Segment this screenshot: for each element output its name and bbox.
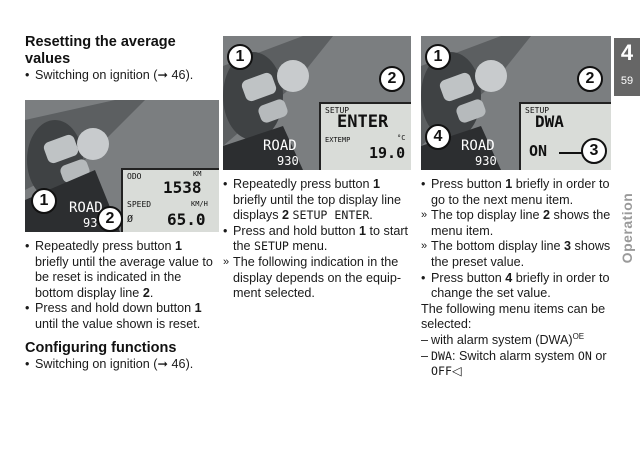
callout-3-leader <box>559 152 585 154</box>
menu-item-alarm: with alarm system (DWA)OE <box>421 332 611 349</box>
note-bottom-line: The bottom display line 3 shows the pres… <box>421 239 611 270</box>
column-setup-steps: Repeatedly press button 1 briefly until … <box>223 177 413 302</box>
lcd-odo-value: 1538 <box>163 178 202 197</box>
display-panel: ODO KM 1538 SPEED KM/H Ø 65.0 <box>121 168 219 232</box>
intro-ignition-2: Switching on ignition (➞ 46). <box>25 357 217 373</box>
note-equipment: The following indication in the display … <box>223 255 413 302</box>
lcd-odo-label: ODO <box>127 172 142 181</box>
menu-item-dwa: DWA: Switch alarm system ON or OFF◁ <box>421 349 611 380</box>
chapter-number: 4 <box>620 40 634 65</box>
column-reset-averages-steps: Repeatedly press button 1 briefly until … <box>25 239 217 372</box>
callout-2: 2 <box>577 66 603 92</box>
figure-reset-averages: ODO KM 1538 SPEED KM/H Ø 65.0 ROAD 930 1… <box>25 100 219 232</box>
heading-configuring-functions: Configuring functions <box>25 339 177 356</box>
step-change-value: Press button 4 briefly in order to chang… <box>421 271 611 302</box>
heading-reset-averages: Resetting the average values <box>25 34 176 67</box>
column-dwa-steps: Press button 1 briefly in order to go to… <box>421 177 611 380</box>
lcd-dwa-label: DWA <box>535 112 564 131</box>
column-reset-averages: Resetting the average values Switching o… <box>25 34 217 84</box>
callout-2: 2 <box>97 206 123 232</box>
lcd-setup-label: SETUP <box>325 106 350 115</box>
menu-items-intro: The following menu items can be selected… <box>421 301 606 332</box>
figure-setup-enter: SETUP ENTER EXTEMP °C 19.0 ROAD 930 1 2 <box>223 36 411 170</box>
lcd-speed-label: SPEED <box>127 200 152 209</box>
lcd-km-label: KM <box>193 170 202 178</box>
callout-1: 1 <box>227 44 253 70</box>
lcd-setup-label-3: SETUP <box>525 106 550 115</box>
callout-2: 2 <box>379 66 405 92</box>
chapter-tab <box>614 38 640 96</box>
intro-ignition: Switching on ignition (➞ 46). <box>25 68 217 84</box>
page-number: 59 <box>620 75 634 87</box>
callout-4: 4 <box>425 124 451 150</box>
lcd-road-label-2: ROAD <box>263 138 297 154</box>
lcd-unit-label: °C <box>397 134 406 142</box>
callout-1: 1 <box>31 188 57 214</box>
lcd-small-value-3: 930 <box>475 154 497 168</box>
lcd-road-label: ROAD <box>69 200 103 216</box>
callout-1: 1 <box>425 44 451 70</box>
note-top-line: The top display line 2 shows the menu it… <box>421 208 611 239</box>
lcd-on-value: ON <box>529 142 548 160</box>
step-next-item: Press button 1 briefly in order to go to… <box>421 177 611 208</box>
handlebar-illustration <box>25 100 219 232</box>
lcd-enter-label: ENTER <box>337 112 389 132</box>
step-press-hold: Press and hold down button 1 until the v… <box>25 301 217 332</box>
lcd-extemp-label: EXTEMP <box>325 136 351 144</box>
lcd-temp-value: 19.0 <box>369 144 406 162</box>
lcd-road-label-3: ROAD <box>461 138 495 154</box>
lcd-kmh-label: KM/H <box>191 200 208 208</box>
lcd-avg-symbol: Ø <box>127 214 134 225</box>
lcd-speed-value: 65.0 <box>167 210 206 229</box>
lcd-small-value-2: 930 <box>277 154 299 168</box>
callout-3: 3 <box>581 138 607 164</box>
figure-setup-dwa: SETUP DWA ON ROAD 930 1 2 3 4 <box>421 36 611 170</box>
step-select-setup: Repeatedly press button 1 briefly until … <box>223 177 413 224</box>
step-press-repeatedly: Repeatedly press button 1 briefly until … <box>25 239 217 301</box>
step-start-setup: Press and hold button 1 to start the SET… <box>223 224 413 255</box>
section-side-label: Operation <box>619 192 635 264</box>
display-panel-2: SETUP ENTER EXTEMP °C 19.0 <box>319 102 411 170</box>
